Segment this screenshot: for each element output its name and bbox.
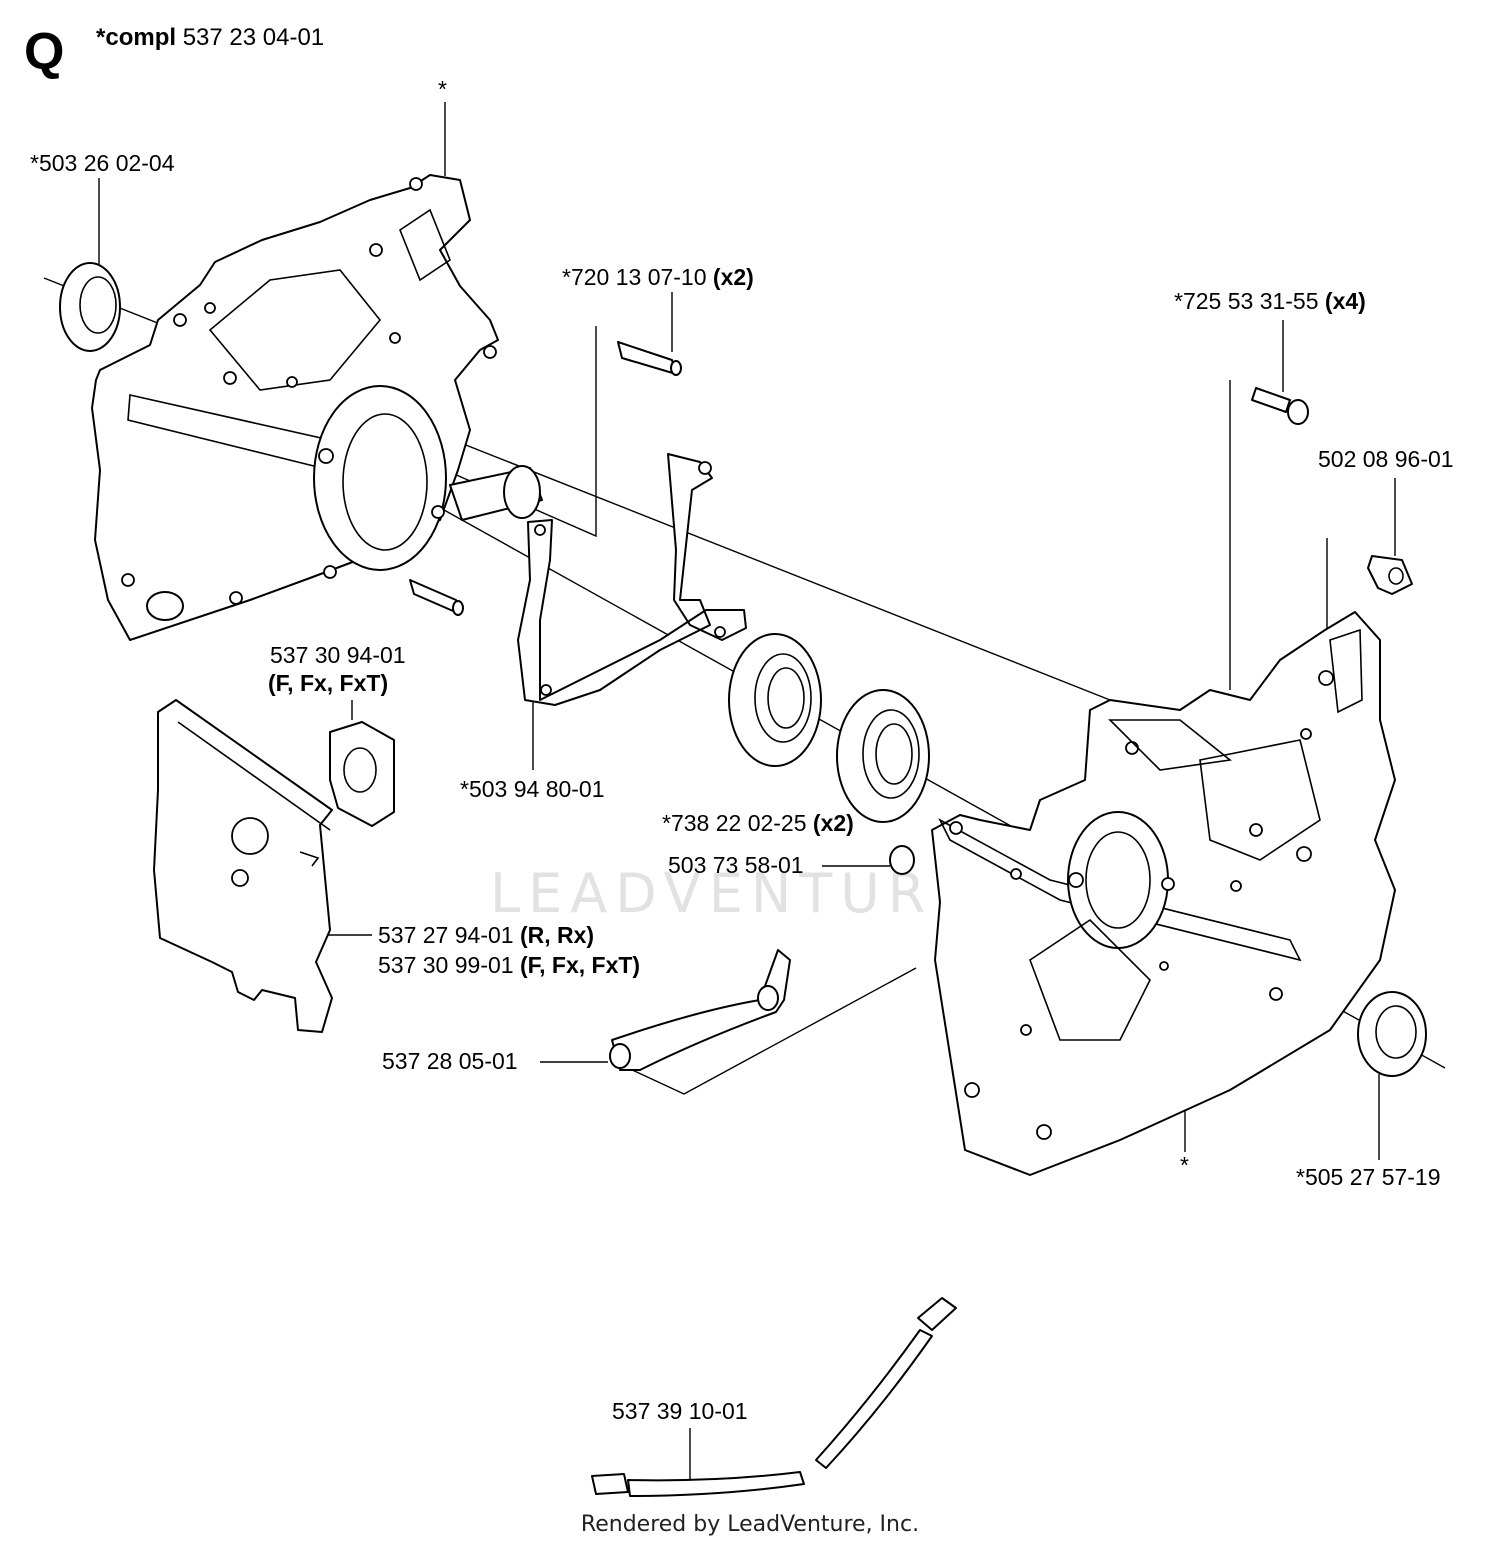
plug [889, 845, 915, 875]
watermark: LEADVENTURE [490, 862, 976, 925]
label-plate-2-number: 537 30 99-01 [378, 952, 514, 978]
label-screw: *725 53 31-55 (x4) [1174, 288, 1366, 314]
crankcase-left-half [91, 174, 543, 641]
pins [409, 341, 682, 616]
label-star-top: * [438, 76, 447, 102]
label-clamp: 537 28 05-01 [382, 1048, 518, 1074]
label-cable: 537 39 10-01 [612, 1398, 748, 1424]
label-gasket: *503 94 80-01 [460, 776, 605, 802]
header-prefix: *compl [96, 24, 177, 51]
label-pin-qty: (x2) [712, 264, 754, 290]
gasket [517, 453, 747, 706]
label-plug: 503 73 58-01 [668, 852, 804, 878]
screw [1251, 387, 1309, 425]
label-screw-number: *725 53 31-55 [1174, 288, 1319, 314]
label-plate-2: 537 30 99-01 (F, Fx, FxT) [378, 952, 640, 978]
label-spacer-number: 537 30 94-01 [270, 642, 406, 668]
label-spacer-models: (F, Fx, FxT) [268, 670, 389, 696]
header-part-number: 537 23 04-01 [182, 24, 325, 51]
plate [153, 699, 333, 1033]
section-letter: Q [24, 23, 65, 81]
spacer [329, 721, 395, 827]
label-screw-qty: (x4) [1324, 288, 1366, 314]
bearings [728, 633, 930, 823]
seal-left [59, 262, 121, 352]
label-bearing-qty: (x2) [812, 810, 854, 836]
label-bearing-number: *738 22 02-25 [662, 810, 807, 836]
crankcase-right-half [931, 611, 1396, 1176]
label-plate-1-models: (R, Rx) [519, 922, 595, 948]
label-seal-right: *505 27 57-19 [1296, 1164, 1441, 1190]
label-plate-1-number: 537 27 94-01 [378, 922, 514, 948]
seal-right [1357, 991, 1427, 1077]
label-bearing: *738 22 02-25 (x2) [662, 810, 854, 836]
label-plate-1: 537 27 94-01 (R, Rx) [378, 922, 594, 948]
label-plate-2-models: (F, Fx, FxT) [519, 952, 641, 978]
clamp [609, 949, 791, 1071]
footer-credit: Rendered by LeadVenture, Inc. [580, 1512, 920, 1537]
label-pin-number: *720 13 07-10 [562, 264, 707, 290]
cable [591, 1297, 957, 1497]
assembly-header: *compl 537 23 04-01 [96, 24, 324, 52]
label-seal-left: *503 26 02-04 [30, 150, 175, 176]
nut [1367, 555, 1413, 595]
label-nut: 502 08 96-01 [1318, 446, 1454, 472]
label-star-bottom: * [1180, 1152, 1189, 1178]
label-pin: *720 13 07-10 (x2) [562, 264, 754, 290]
